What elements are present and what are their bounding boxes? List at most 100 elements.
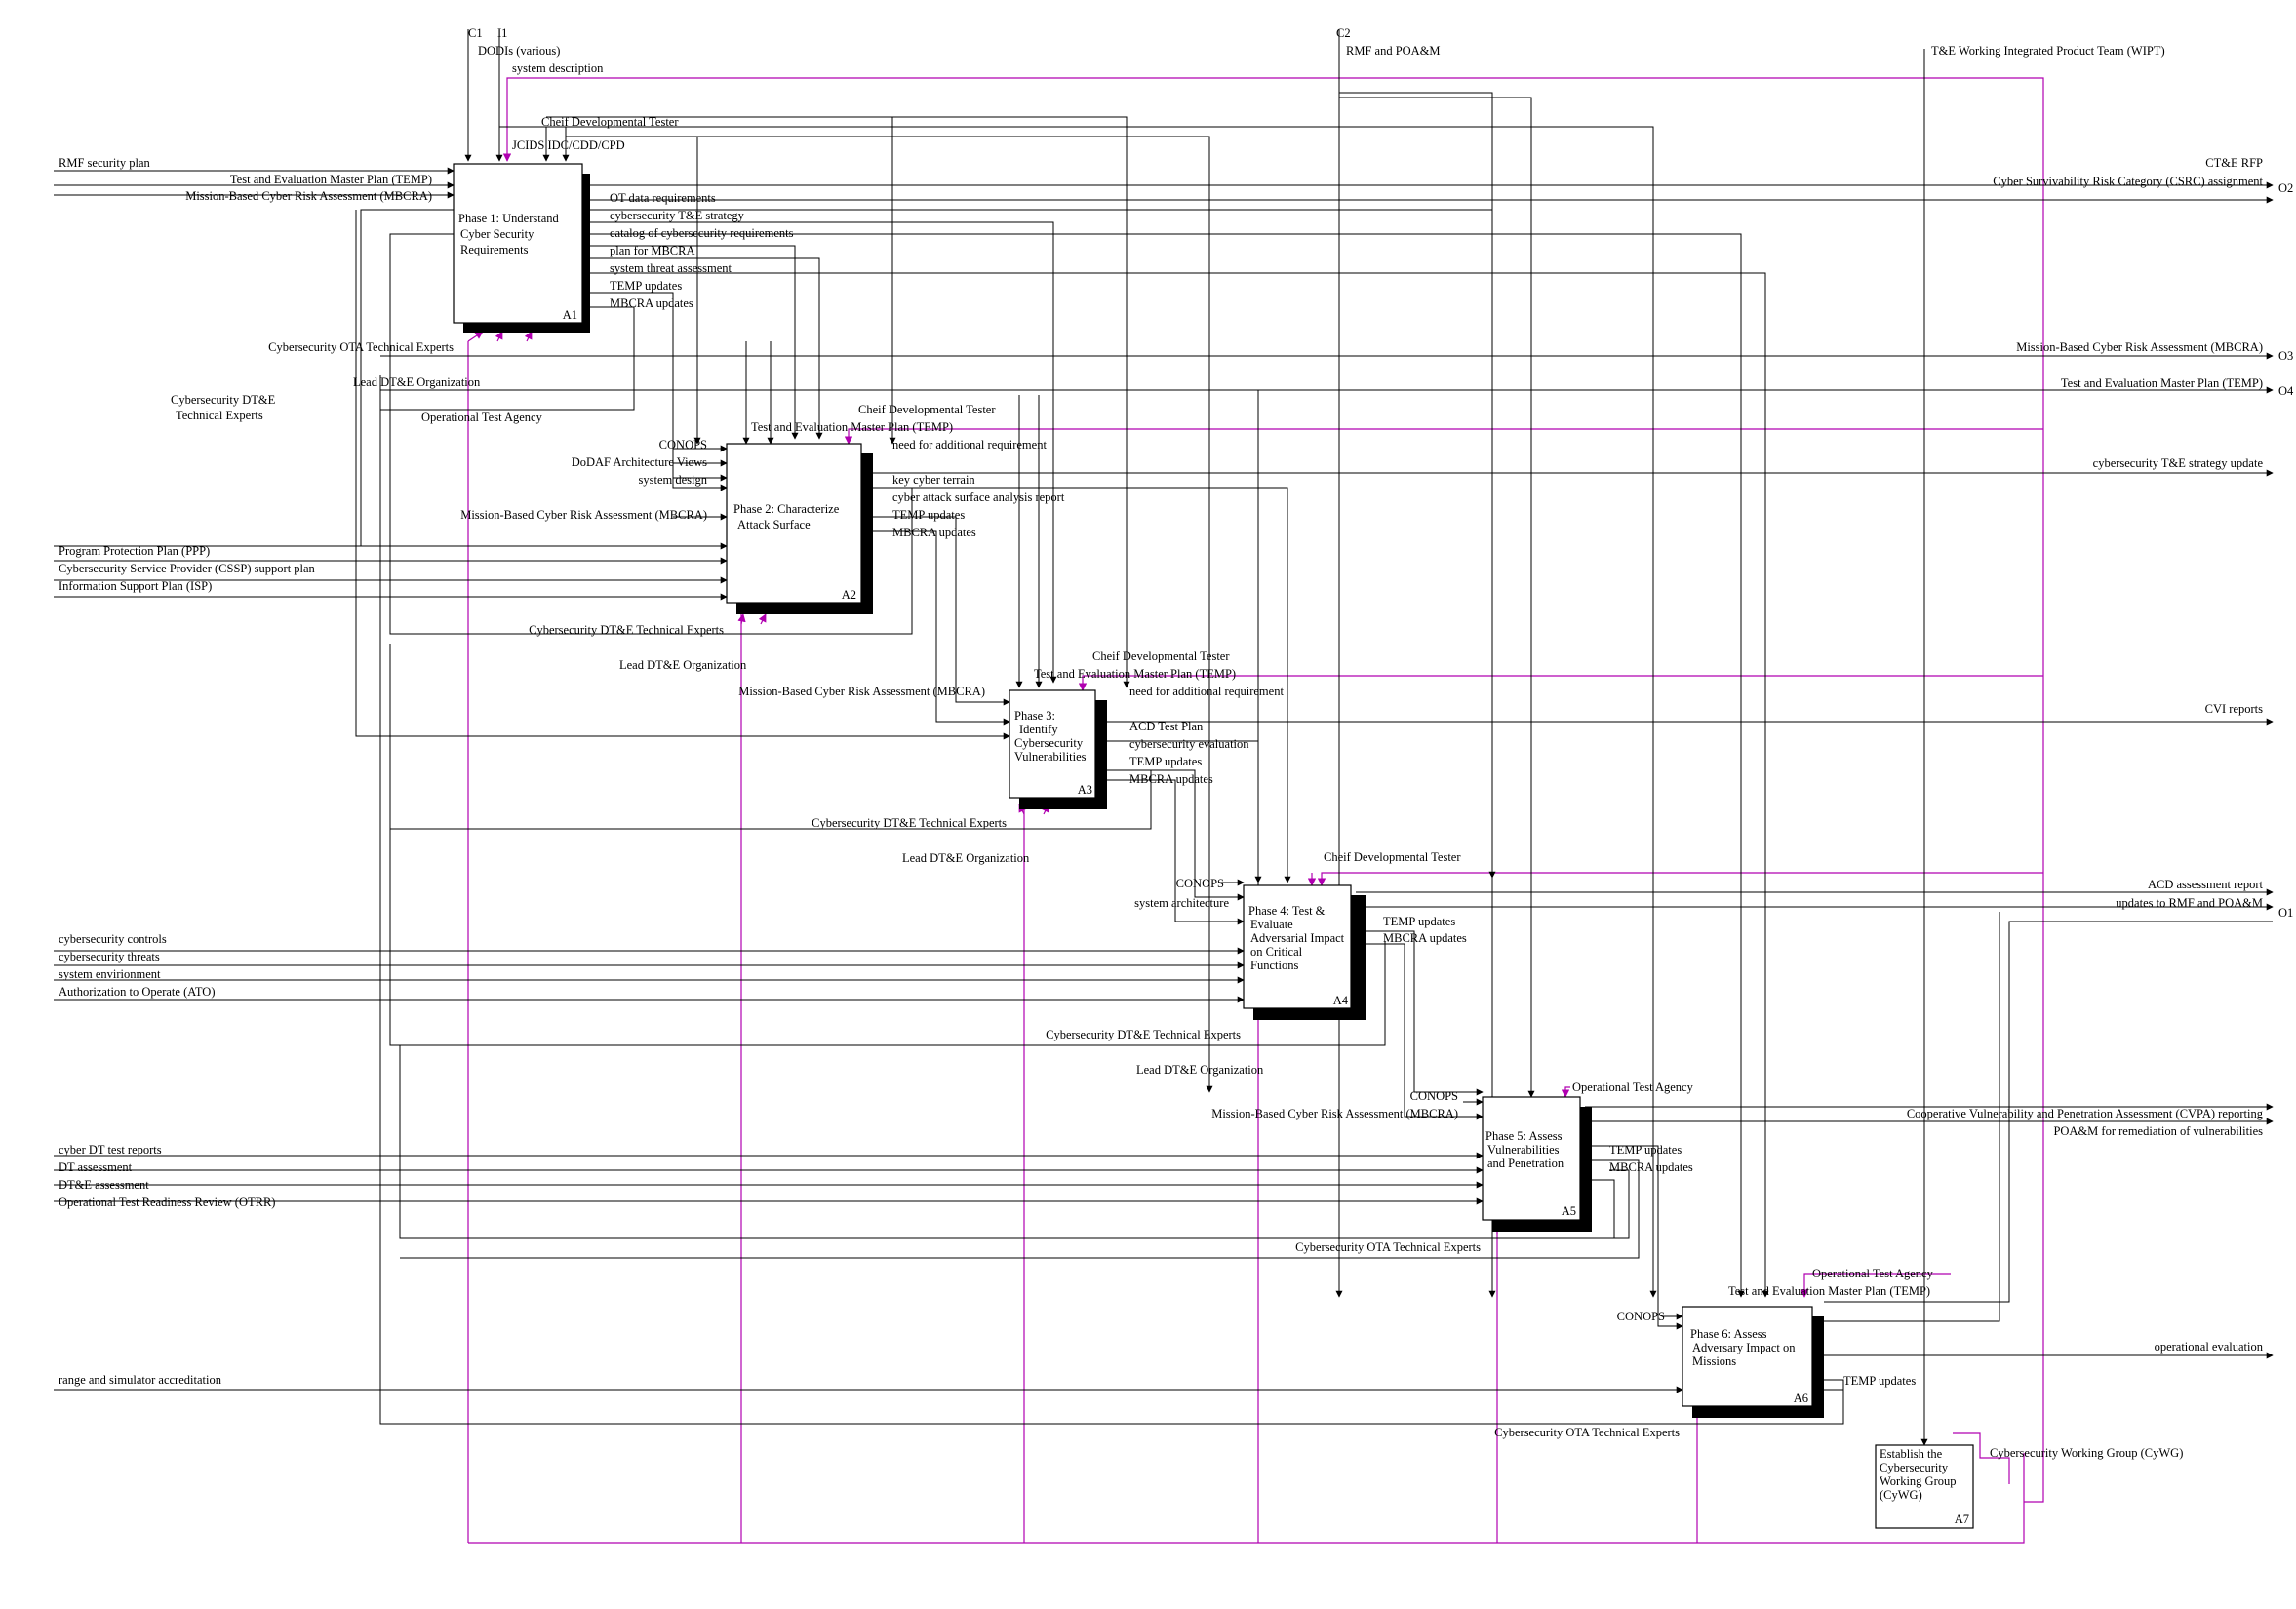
label-temp-updates-3: TEMP updates — [1129, 755, 1202, 768]
box-a4-title-line: Adversarial Impact — [1250, 931, 1345, 945]
label-conops-5: CONOPS — [1410, 1089, 1458, 1103]
marker-i1: I1 — [497, 26, 507, 40]
label-op-test-agency-5: Operational Test Agency — [1572, 1080, 1694, 1094]
activity-box-a1[interactable]: Phase 1: Understand Cyber Security Requi… — [453, 163, 590, 333]
label-temp-6: Test and Evaluation Master Plan (TEMP) — [1728, 1284, 1930, 1298]
box-a7-title-line: Establish the — [1880, 1447, 1943, 1461]
label-cs-dte-experts-1b: Technical Experts — [176, 409, 263, 422]
label-otrr: Operational Test Readiness Review (OTRR) — [59, 1196, 275, 1209]
label-mbcra-3: Mission-Based Cyber Risk Assessment (MBC… — [738, 685, 985, 698]
label-cvpa: Cooperative Vulnerability and Penetratio… — [1907, 1107, 2264, 1120]
label-dodaf: DoDAF Architecture Views — [572, 455, 707, 469]
label-acd-assessment: ACD assessment report — [2148, 878, 2264, 891]
label-ot-data-req: OT data requirements — [610, 191, 716, 205]
label-system-description: system description — [512, 61, 604, 75]
label-jcids: JCIDS IDC/CDD/CPD — [512, 138, 625, 152]
box-a2-title-line: Attack Surface — [737, 518, 811, 531]
label-conops-2: CONOPS — [659, 438, 707, 451]
activity-box-a6[interactable]: Phase 6: Assess Adversary Impact on Miss… — [1682, 1306, 1824, 1418]
marker-c2: C2 — [1336, 26, 1351, 40]
activity-boxes: Phase 1: Understand Cyber Security Requi… — [453, 163, 1974, 1529]
box-a6-id: A6 — [1794, 1392, 1808, 1405]
box-a7-title-line: Working Group — [1880, 1474, 1957, 1488]
boundary-markers: C1 I1 C2 O2 O3 O4 O1 — [468, 26, 2294, 920]
label-ppp: Program Protection Plan (PPP) — [59, 544, 210, 558]
label-mbcra-in: Mission-Based Cyber Risk Assessment (MBC… — [185, 189, 432, 203]
box-a1-title-line: Cyber Security — [460, 227, 534, 241]
box-a6-title-line: Missions — [1692, 1354, 1736, 1368]
label-cs-te-strategy-update: cybersecurity T&E strategy update — [2093, 456, 2264, 470]
label-cs-dte-experts-2: Cybersecurity DT&E Technical Experts — [529, 623, 724, 637]
arrow-labels: DODIs (various) system description RMF a… — [59, 44, 2264, 1460]
activity-box-a3[interactable]: Phase 3: Identify Cybersecurity Vulnerab… — [1009, 689, 1107, 809]
label-temp-updates-1: TEMP updates — [610, 279, 682, 293]
box-a3-title-line: Identify — [1019, 723, 1058, 736]
label-acd-test-plan: ACD Test Plan — [1129, 720, 1204, 733]
connection-wires — [54, 29, 2274, 1446]
label-key-cyber-terrain: key cyber terrain — [892, 473, 975, 487]
activity-box-a7[interactable]: Establish the Cybersecurity Working Grou… — [1875, 1444, 1974, 1529]
label-temp-out: Test and Evaluation Master Plan (TEMP) — [2061, 376, 2263, 390]
label-mbcra-updates-3: MBCRA updates — [1129, 772, 1213, 786]
label-range-sim: range and simulator accreditation — [59, 1373, 222, 1387]
label-conops-6: CONOPS — [1617, 1310, 1665, 1323]
marker-o3: O3 — [2278, 349, 2293, 363]
label-cte-rfp: CT&E RFP — [2205, 156, 2263, 170]
marker-o4: O4 — [2278, 384, 2294, 398]
label-system-architecture: system architecture — [1134, 896, 1229, 910]
box-a3-title-line: Phase 3: — [1014, 709, 1055, 723]
label-temp-2: Test and Evaluation Master Plan (TEMP) — [751, 420, 953, 434]
box-a6-title-line: Phase 6: Assess — [1690, 1327, 1767, 1341]
marker-o2: O2 — [2278, 181, 2293, 195]
box-a6-title-line: Adversary Impact on — [1692, 1341, 1796, 1354]
box-a3-title-line: Cybersecurity — [1014, 736, 1084, 750]
label-mbcra-updates-2: MBCRA updates — [892, 526, 976, 539]
label-cs-ota-5: Cybersecurity OTA Technical Experts — [1295, 1240, 1481, 1254]
marker-c1: C1 — [468, 26, 483, 40]
box-a3-id: A3 — [1078, 783, 1092, 797]
activity-box-a2[interactable]: Phase 2: Characterize Attack Surface A2 — [726, 443, 873, 614]
label-cs-te-strategy: cybersecurity T&E strategy — [610, 209, 745, 222]
box-a4-title-line: Functions — [1250, 959, 1298, 972]
box-a5-title-line: Phase 5: Assess — [1485, 1129, 1563, 1143]
label-temp-updates-6: TEMP updates — [1843, 1374, 1916, 1388]
label-cvi-reports: CVI reports — [2205, 702, 2263, 716]
label-need-add-req-3: need for additional requirement — [1129, 685, 1284, 698]
label-need-add-req-2: need for additional requirement — [892, 438, 1047, 451]
label-cs-ota-6: Cybersecurity OTA Technical Experts — [1494, 1426, 1680, 1439]
label-cywg: Cybersecurity Working Group (CyWG) — [1990, 1446, 2183, 1460]
label-lead-dte-1: Lead DT&E Organization — [353, 375, 481, 389]
label-mbcra-out: Mission-Based Cyber Risk Assessment (MBC… — [2016, 340, 2263, 354]
label-temp-in: Test and Evaluation Master Plan (TEMP) — [230, 173, 432, 186]
label-cs-dte-experts-3: Cybersecurity DT&E Technical Experts — [812, 816, 1007, 830]
box-a4-title-line: Evaluate — [1250, 918, 1293, 931]
box-a1-title-line: Requirements — [460, 243, 529, 256]
label-dodis: DODIs (various) — [478, 44, 560, 58]
box-a3-title-line: Vulnerabilities — [1014, 750, 1087, 764]
label-cs-ota-1: Cybersecurity OTA Technical Experts — [268, 340, 454, 354]
label-mbcra-updates-5: MBCRA updates — [1609, 1160, 1693, 1174]
label-cs-controls: cybersecurity controls — [59, 932, 167, 946]
label-operational-evaluation: operational evaluation — [2155, 1340, 2264, 1354]
label-dt-assessment: DT assessment — [59, 1160, 133, 1174]
label-catalog-req: catalog of cybersecurity requirements — [610, 226, 794, 240]
box-a7-title-line: Cybersecurity — [1880, 1461, 1949, 1474]
label-cheif-dt-2: Cheif Developmental Tester — [858, 403, 996, 416]
box-a2-id: A2 — [842, 588, 856, 602]
label-system-env: system envirionment — [59, 967, 161, 981]
label-lead-dte-4: Lead DT&E Organization — [1136, 1063, 1264, 1077]
label-system-design: system design — [639, 473, 708, 487]
label-cs-dte-experts-1a: Cybersecurity DT&E — [171, 393, 276, 407]
label-mbcra-updates-1: MBCRA updates — [610, 296, 693, 310]
label-cssp: Cybersecurity Service Provider (CSSP) su… — [59, 562, 316, 575]
label-rmf-poam-top: RMF and POA&M — [1346, 44, 1441, 58]
label-op-test-agency-1: Operational Test Agency — [421, 411, 543, 424]
activity-box-a5[interactable]: Phase 5: Assess Vulnerabilities and Pene… — [1482, 1096, 1592, 1232]
label-rmf-security-plan: RMF security plan — [59, 156, 150, 170]
box-a7-title-line: (CyWG) — [1880, 1488, 1922, 1502]
label-cs-evaluation: cybersecurity evaluation — [1129, 737, 1249, 751]
activity-box-a4[interactable]: Phase 4: Test & Evaluate Adversarial Imp… — [1243, 884, 1366, 1020]
box-a5-id: A5 — [1562, 1204, 1576, 1218]
box-a1-id: A1 — [563, 308, 577, 322]
label-temp-3: Test and Evaluation Master Plan (TEMP) — [1034, 667, 1236, 681]
